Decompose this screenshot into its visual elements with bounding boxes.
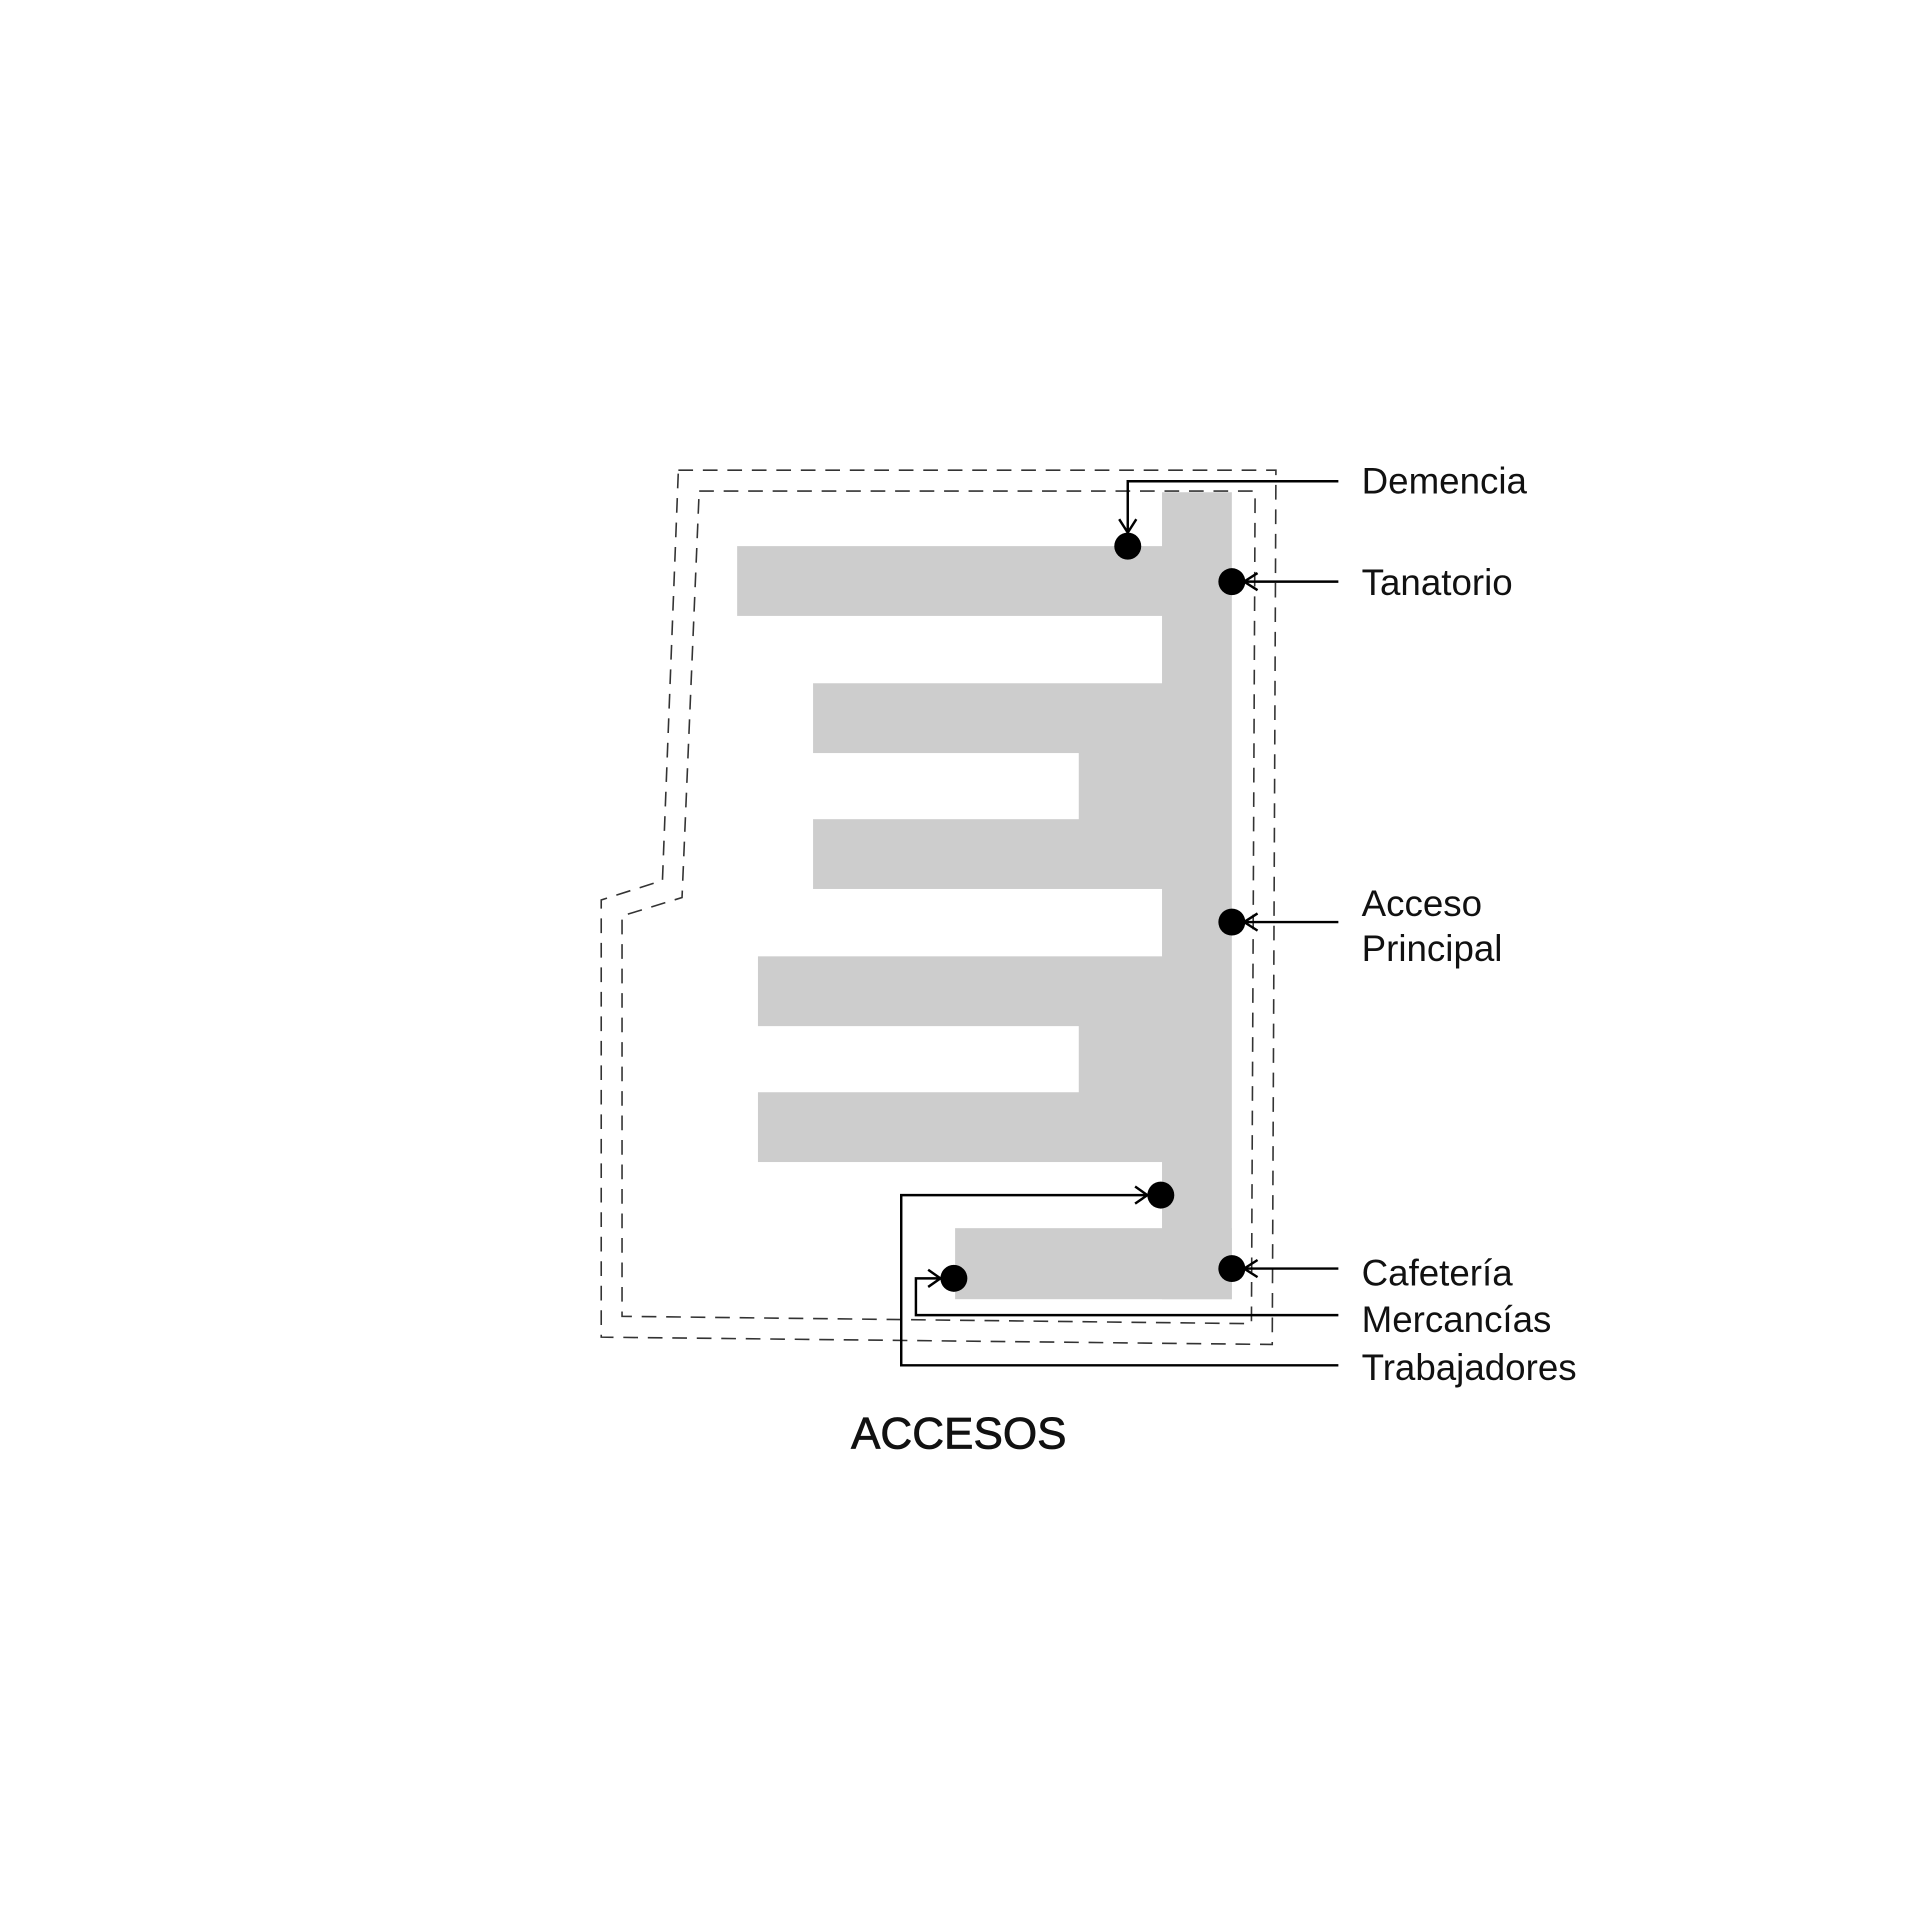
access-point-tanatorio — [1218, 568, 1246, 596]
building-footprint — [737, 492, 1232, 1300]
label-tanatorio: Tanatorio — [1362, 562, 1513, 603]
label-trabajadores: Trabajadores — [1362, 1347, 1577, 1388]
spine — [1162, 492, 1232, 1300]
access-point-demencia — [1114, 532, 1142, 560]
leader-acceso — [1241, 912, 1339, 932]
label-cafeteria: Cafetería — [1362, 1253, 1514, 1294]
plot-boundary — [600, 469, 1277, 1346]
access-point-mercancias — [940, 1264, 968, 1292]
access-points — [940, 532, 1246, 1292]
wing-2 — [813, 683, 1164, 754]
access-point-trabajadores — [1147, 1181, 1175, 1209]
labels: Demencia Tanatorio Acceso Principal Cafe… — [851, 460, 1577, 1458]
leader-tanatorio — [1241, 572, 1339, 592]
label-demencia: Demencia — [1362, 460, 1528, 501]
access-point-cafeteria — [1218, 1255, 1246, 1283]
wing-6 — [955, 1228, 1232, 1300]
inner-boundary — [621, 490, 1256, 1325]
label-acceso-line2: Principal — [1362, 928, 1503, 969]
wing-1 — [737, 546, 1164, 616]
label-mercancias: Mercancías — [1362, 1299, 1552, 1340]
wing-5 — [757, 1092, 1164, 1163]
outer-boundary — [600, 469, 1277, 1346]
diagram-title: ACCESOS — [851, 1410, 1067, 1459]
access-point-principal — [1218, 908, 1246, 936]
leader-cafeteria — [1241, 1258, 1339, 1279]
connector-1 — [1078, 751, 1164, 821]
wing-4 — [757, 956, 1164, 1027]
wing-3 — [813, 819, 1164, 889]
connector-2 — [1078, 1024, 1164, 1094]
label-acceso-line1: Acceso — [1362, 883, 1482, 924]
